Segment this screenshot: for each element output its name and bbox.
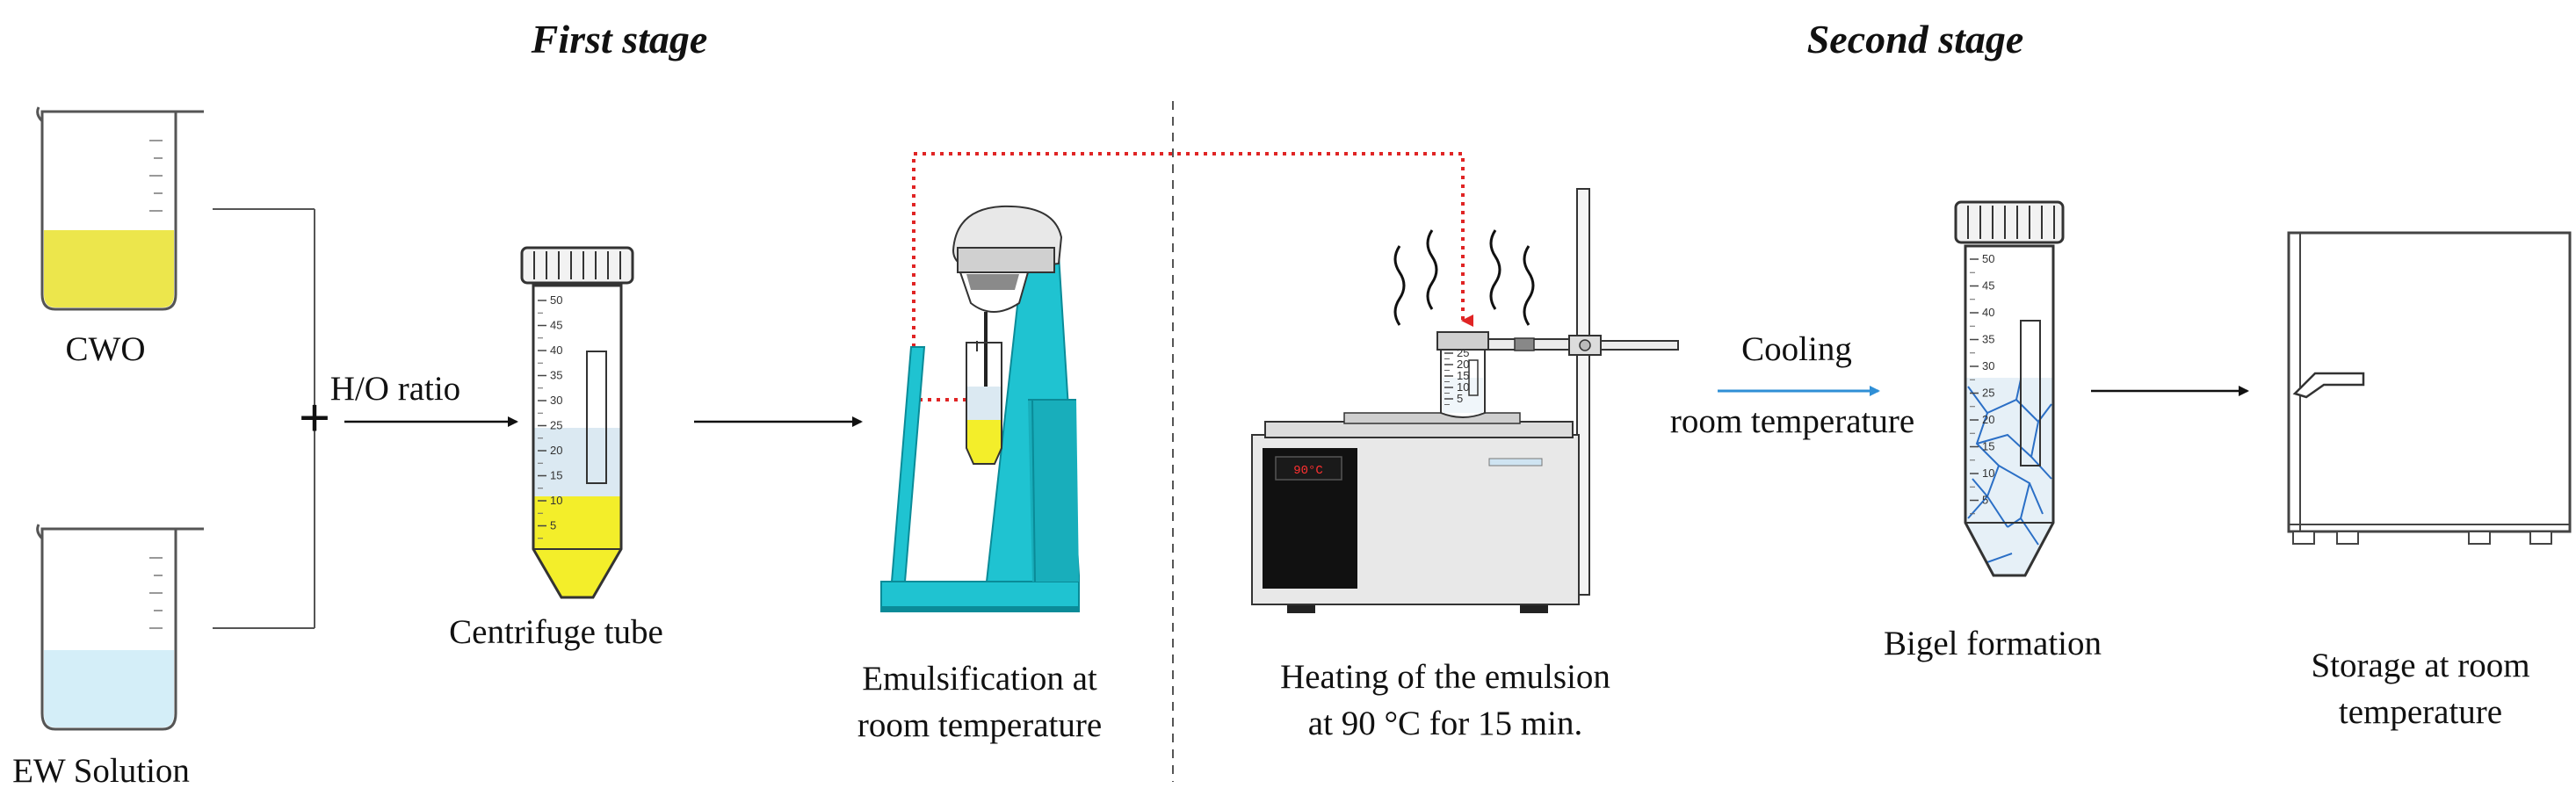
scale-label: 15 xyxy=(1457,369,1469,382)
scale-label: 5 xyxy=(1457,392,1463,405)
ratio-label: H/O ratio xyxy=(330,370,460,408)
emulsification-label-line2: room temperature xyxy=(857,706,1102,744)
scale-label: 45 xyxy=(1982,279,1994,293)
cooling-temperature-label: room temperature xyxy=(1670,402,1914,440)
bigel-formation-label: Bigel formation xyxy=(1884,625,2102,662)
mixer-cup xyxy=(966,342,1002,465)
heat-waves xyxy=(1393,229,1535,326)
scale-label: 40 xyxy=(1982,306,1994,319)
cwo-beaker xyxy=(36,106,204,311)
scale-label: 25 xyxy=(1982,387,1994,400)
scale-label: 10 xyxy=(1457,380,1469,394)
cabinet-handle xyxy=(2292,372,2365,399)
scale-label: 45 xyxy=(550,319,562,332)
centrifuge-tube: 50 45 40 35 30 25 20 15 10 5 xyxy=(520,246,634,599)
storage-cabinet xyxy=(2287,231,2572,545)
bigel-tube-cap xyxy=(1954,200,2065,244)
tube-scale: 50 45 40 35 30 25 20 15 10 5 xyxy=(538,293,562,539)
storage-label-line2: temperature xyxy=(2339,693,2502,731)
support-rod xyxy=(1576,188,1590,596)
scale-label: 35 xyxy=(550,369,562,382)
bigel-tube: 50 45 40 35 30 25 20 15 10 5 xyxy=(1954,200,2065,577)
mixer xyxy=(880,205,1080,612)
first-stage-heading: First stage xyxy=(531,17,708,61)
scale-label: 35 xyxy=(1982,333,1994,346)
ew-solution-label: EW Solution xyxy=(12,752,190,790)
scale-label: 25 xyxy=(550,419,562,432)
scale-label: 40 xyxy=(550,344,562,357)
scale-label: 50 xyxy=(550,293,562,307)
second-stage-heading: Second stage xyxy=(1807,17,2024,61)
bigel-tube-scale: 50 45 40 35 30 25 20 15 10 5 xyxy=(1970,252,1994,515)
scale-label: 30 xyxy=(550,394,562,407)
scale-label: 15 xyxy=(1982,440,1994,453)
mixing-connector xyxy=(213,208,315,629)
scale-label: 5 xyxy=(550,519,556,532)
ew-solution-beaker xyxy=(36,524,204,731)
temperature-readout: 90°C xyxy=(1293,464,1323,478)
scale-label: 25 xyxy=(1457,346,1469,359)
water-liquid xyxy=(44,650,174,727)
plus-symbol: + xyxy=(299,387,330,449)
scale-label: 20 xyxy=(550,444,562,457)
scale-label: 20 xyxy=(1457,358,1469,371)
scale-label: 10 xyxy=(1982,466,1994,480)
scale-label: 30 xyxy=(1982,359,1994,372)
storage-label-line1: Storage at room xyxy=(2311,647,2529,684)
cooling-label: Cooling xyxy=(1741,330,1852,368)
scale-label: 50 xyxy=(1982,252,1994,265)
oil-liquid xyxy=(44,230,174,307)
scale-label: 10 xyxy=(550,494,562,507)
emulsification-label-line1: Emulsification at xyxy=(862,660,1097,698)
heating-label-line2: at 90 °C for 15 min. xyxy=(1308,705,1582,742)
heating-label-line1: Heating of the emulsion xyxy=(1280,658,1610,696)
scale-label: 15 xyxy=(550,469,562,482)
temperature-display xyxy=(1275,456,1342,481)
centrifuge-tube-label: Centrifuge tube xyxy=(449,613,663,651)
tube-cap xyxy=(520,246,634,285)
transfer-path xyxy=(912,152,1473,401)
cwo-label: CWO xyxy=(66,330,146,368)
scale-label: 20 xyxy=(1982,413,1994,426)
gel-network xyxy=(1967,379,2052,564)
scale-label: 5 xyxy=(1982,494,1988,507)
